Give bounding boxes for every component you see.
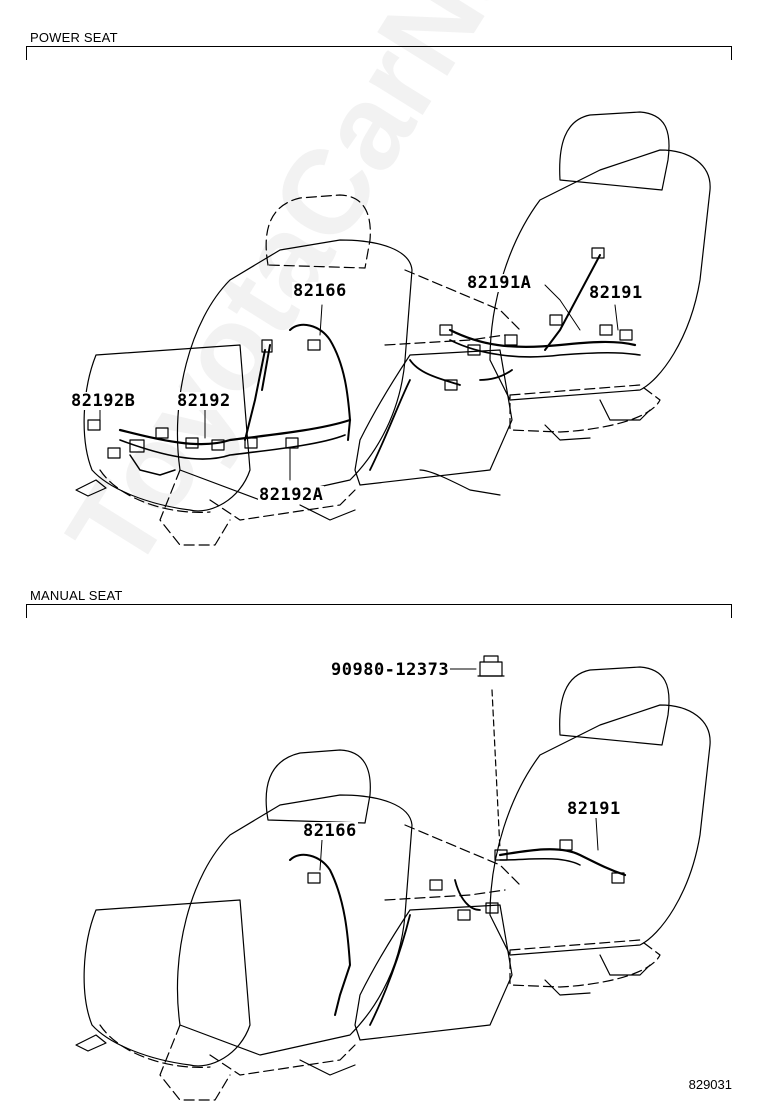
figure-number: 829031: [688, 1077, 732, 1092]
label-82166-power: 82166: [292, 281, 348, 301]
label-90980-12373: 90980-12373: [330, 660, 451, 680]
section-bracket-power: [26, 46, 732, 60]
label-82192: 82192: [176, 391, 232, 411]
label-82191-manual: 82191: [566, 799, 622, 819]
connector-90980-12373: [477, 655, 505, 851]
manual-leader-lines: [319, 668, 599, 871]
power-leader-lines: [99, 284, 619, 481]
section-bracket-manual: [26, 604, 732, 618]
label-82191-power: 82191: [588, 283, 644, 303]
section-title-manual-seat: MANUAL SEAT: [30, 588, 123, 603]
label-82192a: 82192A: [258, 485, 325, 505]
power-seat-illustration: [75, 111, 711, 546]
label-82166-manual: 82166: [302, 821, 358, 841]
label-82192b: 82192B: [70, 391, 137, 411]
label-82191a: 82191A: [466, 273, 533, 293]
manual-seat-illustration: [75, 666, 711, 1101]
section-title-power-seat: POWER SEAT: [30, 30, 118, 45]
